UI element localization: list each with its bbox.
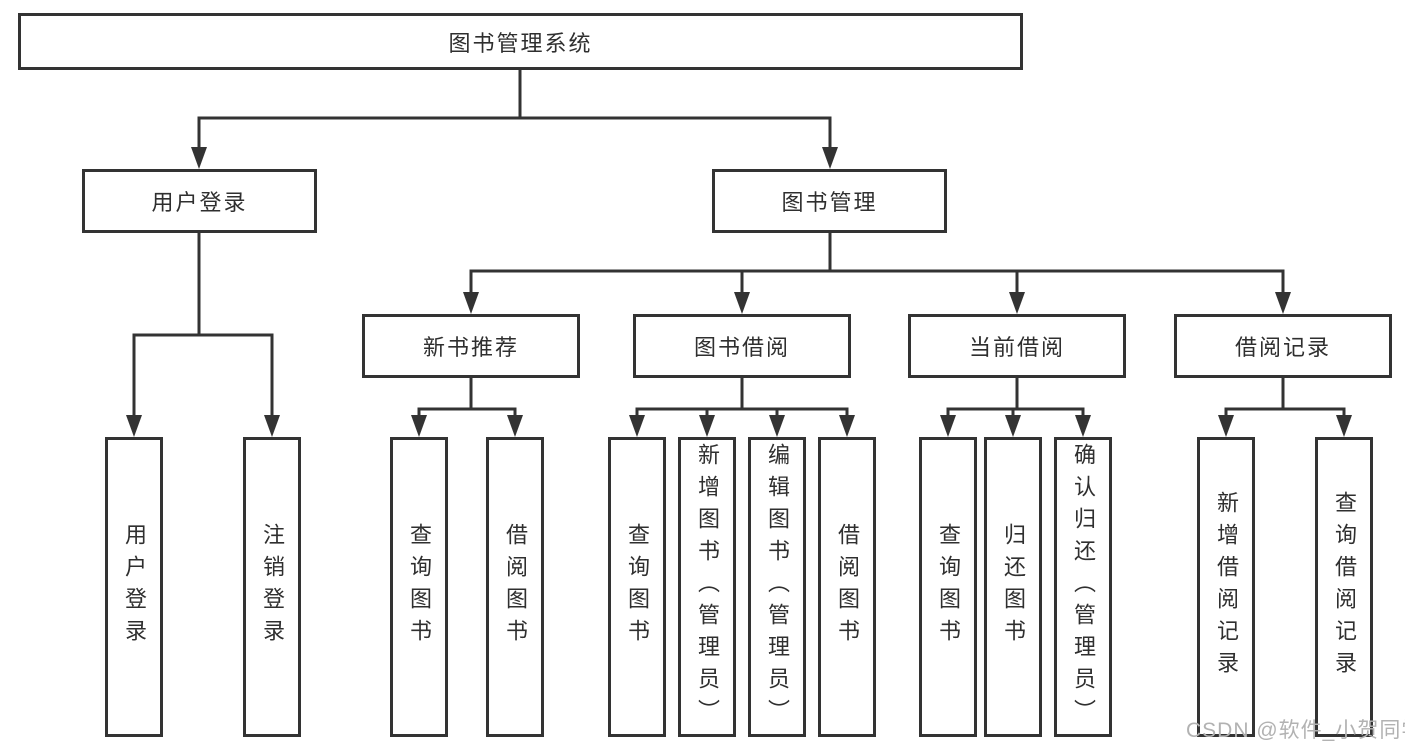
leaf-borrow-edit-book-admin: 编辑图书（管理员） [748,437,806,737]
node-label: 新增图书（管理员） [695,443,720,731]
leaf-borrow-query-book: 查询图书 [608,437,666,737]
node-label: 图书管理系统 [448,30,593,56]
node-label: 借阅图书 [835,523,860,651]
node-label: 用户登录 [122,523,147,651]
node-label: 确认归还（管理员） [1071,443,1096,731]
leaf-current-return-book: 归还图书 [984,437,1042,737]
node-label: 借阅记录 [1234,335,1331,360]
leaf-current-confirm-return-admin: 确认归还（管理员） [1054,437,1112,737]
node-label: 新书推荐 [422,335,519,360]
node-label: 查询图书 [625,523,650,651]
leaf-logout: 注销登录 [243,437,301,737]
node-label: 注销登录 [260,523,285,651]
node-book-borrowing: 图书借阅 [633,314,851,378]
leaf-records-add-record: 新增借阅记录 [1197,437,1255,737]
node-borrowing-records: 借阅记录 [1174,314,1392,378]
node-label: 图书管理 [781,190,878,215]
leaf-borrow-add-book-admin: 新增图书（管理员） [678,437,736,737]
leaf-borrow-borrow-book: 借阅图书 [818,437,876,737]
csdn-watermark: CSDN @软件_小贺同学 [1186,719,1405,742]
node-label: 图书借阅 [693,335,790,360]
node-label: 用户登录 [151,190,248,215]
node-user-login: 用户登录 [82,169,317,233]
node-label: 当前借阅 [968,335,1065,360]
leaf-recommend-borrow-book: 借阅图书 [486,437,544,737]
node-current-borrowing: 当前借阅 [908,314,1126,378]
node-label: 借阅图书 [503,523,528,651]
node-book-management: 图书管理 [712,169,947,233]
node-label: 编辑图书（管理员） [765,443,790,731]
node-label: 查询图书 [407,523,432,651]
node-library-management-system: 图书管理系统 [18,13,1023,70]
leaf-records-query-record: 查询借阅记录 [1315,437,1373,737]
leaf-recommend-query-book: 查询图书 [390,437,448,737]
leaf-current-query-book: 查询图书 [919,437,977,737]
leaf-user-login: 用户登录 [105,437,163,737]
node-label: 归还图书 [1001,523,1026,651]
node-label: 新增借阅记录 [1214,491,1239,683]
node-label: 查询借阅记录 [1332,491,1357,683]
node-label: 查询图书 [936,523,961,651]
node-new-book-recommend: 新书推荐 [362,314,580,378]
